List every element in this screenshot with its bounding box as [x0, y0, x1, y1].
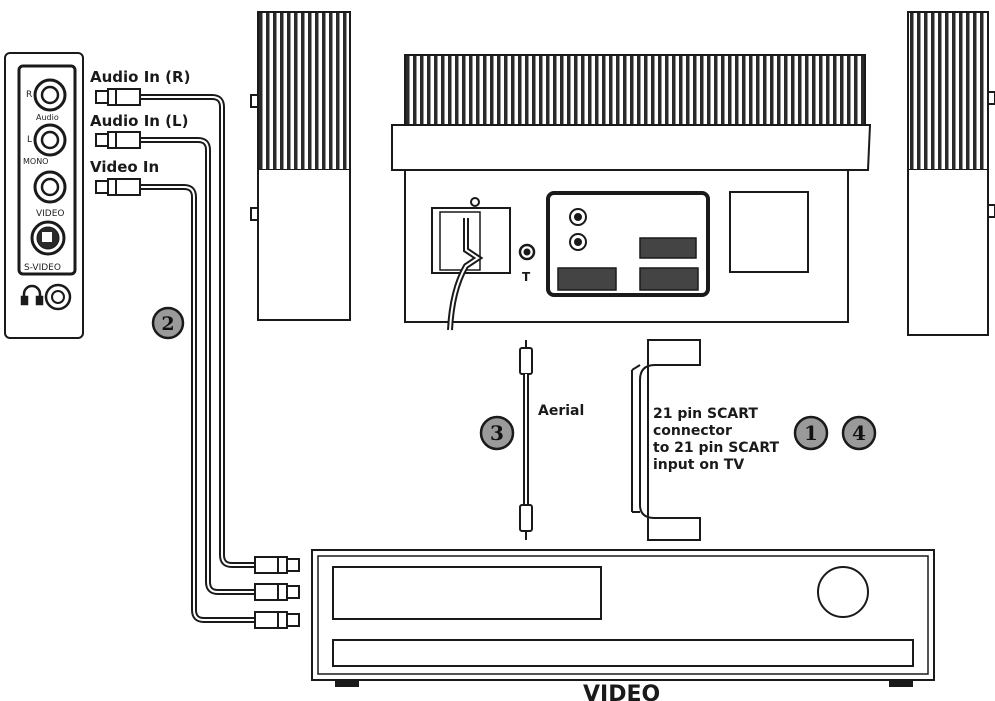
rca-cables [140, 94, 255, 623]
mono-mark: MONO [23, 157, 48, 166]
vcr-front-strip [332, 639, 914, 667]
audio-in-r-label: Audio In (R) [90, 68, 190, 86]
svg-text:3: 3 [490, 421, 504, 445]
l-mark: L [27, 135, 32, 145]
tv-right-side [907, 11, 995, 336]
video-in-label: Video In [90, 158, 159, 176]
svideo-jack [30, 220, 66, 256]
tv-rear [250, 11, 995, 336]
vcr-cassette-slot [332, 566, 602, 620]
vcr-title: VIDEO [583, 682, 660, 701]
headphone-jack [44, 283, 72, 311]
svideo-mark: S-VIDEO [24, 263, 61, 273]
side-av-panel [4, 52, 84, 339]
rca-plugs-panel [95, 88, 141, 196]
aerial-label: Aerial [538, 403, 584, 419]
tv-vent-grille [404, 54, 866, 126]
r-mark: R [26, 90, 32, 100]
svg-text:2: 2 [161, 313, 174, 335]
step-2-badge: 2 [151, 306, 185, 340]
aerial-cable [519, 340, 533, 540]
audio-in-l-label: Audio In (L) [90, 112, 188, 130]
step-4-badge: 4 [841, 415, 877, 451]
headphone-icon [20, 284, 44, 306]
audio-l-jack [33, 123, 67, 157]
vcr-unit [311, 549, 935, 687]
video-mark: VIDEO [36, 209, 65, 219]
antenna-mark: T [522, 270, 531, 284]
step-1-badge: 1 [793, 415, 829, 451]
step-3-badge: 3 [479, 415, 515, 451]
scart-label-line-4: input on TV [653, 457, 744, 473]
tv-blank-plate [729, 191, 809, 273]
scart-label-line-2: connector [653, 423, 732, 439]
svg-text:1: 1 [804, 421, 818, 445]
svg-text:4: 4 [852, 421, 866, 445]
tv-av-panel [546, 191, 710, 297]
tv-antenna-connector [518, 243, 536, 261]
scart-cable [631, 339, 701, 541]
audio-r-jack [33, 78, 67, 112]
video-jack [33, 170, 67, 204]
scart-label-line-1: 21 pin SCART [653, 406, 758, 422]
audio-mark: Audio [36, 113, 59, 122]
rca-plugs-vcr [254, 556, 300, 629]
scart-label-line-3: to 21 pin SCART [653, 440, 780, 456]
tv-left-side [250, 11, 351, 321]
vcr-dial [817, 566, 869, 618]
